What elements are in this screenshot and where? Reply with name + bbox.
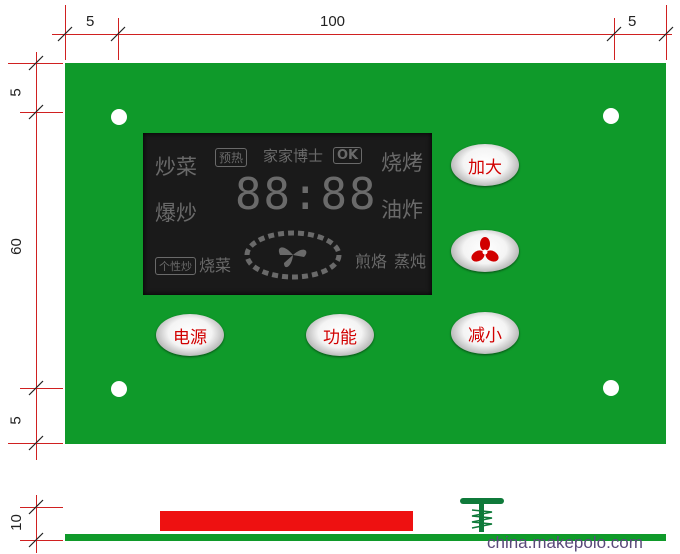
- dimension-ext-line: [118, 18, 119, 60]
- decrease-button-label: 减小: [468, 325, 502, 346]
- lcd-mode-braise: 烧菜: [199, 256, 232, 275]
- dimension-label-left-top: 5: [7, 88, 25, 97]
- function-button[interactable]: 功能: [306, 314, 374, 356]
- dimension-ext-line: [20, 388, 63, 389]
- dimension-ext-line: [614, 18, 615, 60]
- dimension-label-left-middle: 60: [7, 238, 25, 255]
- dimension-label-top-left: 5: [86, 13, 95, 30]
- left-dimension-ticks: [28, 55, 44, 451]
- lcd-display: 预热 家家博士 OK 炒菜 爆炒 烧烤 油炸 个性炒 烧菜 煎烙 蒸炖 88:8…: [143, 133, 432, 295]
- decrease-button[interactable]: 减小: [451, 312, 519, 354]
- dimension-label-top-right: 5: [628, 13, 637, 30]
- top-dimension-ticks: [57, 26, 674, 42]
- dimension-ext-line: [20, 540, 63, 541]
- lcd-mode-custom: 个性炒: [155, 257, 196, 275]
- lcd-mode-grill: 烧烤: [381, 151, 423, 175]
- increase-button-label: 加大: [468, 157, 502, 178]
- spring-contact-icon: [460, 498, 504, 532]
- dimension-label-left-bottom: 5: [7, 416, 25, 425]
- mounting-hole: [603, 108, 619, 124]
- lcd-mode-steam: 蒸炖: [394, 252, 427, 271]
- dimension-ext-line: [20, 112, 63, 113]
- mounting-hole: [603, 380, 619, 396]
- lcd-digits: 88:88: [235, 169, 378, 220]
- lcd-brand-label: 家家博士: [263, 147, 324, 165]
- dimension-ext-line: [20, 507, 63, 508]
- fan-icon: [471, 237, 499, 262]
- dimension-label-top-center: 100: [320, 13, 346, 30]
- power-button-label: 电源: [173, 327, 207, 348]
- top-dimension-line: [52, 34, 672, 35]
- mounting-hole: [111, 109, 127, 125]
- lcd-mode-stirfry: 炒菜: [155, 155, 197, 179]
- spacer-strip: [160, 511, 413, 531]
- dimension-ext-line: [666, 5, 667, 60]
- increase-button[interactable]: 加大: [451, 144, 519, 186]
- lcd-ok-label: OK: [333, 147, 363, 164]
- dimension-ext-line: [65, 5, 66, 60]
- left-dimension-line: [36, 52, 37, 460]
- lcd-mode-quickfry: 爆炒: [155, 201, 197, 225]
- lcd-mode-pan: 煎烙: [355, 252, 388, 271]
- fan-button[interactable]: [451, 230, 519, 272]
- side-dimension-line: [36, 495, 37, 553]
- power-button[interactable]: 电源: [156, 314, 224, 356]
- lcd-mode-deepfry: 油炸: [381, 198, 423, 222]
- watermark-text: china.makepolo.com: [487, 533, 643, 552]
- mounting-hole: [111, 381, 127, 397]
- lcd-fan-icon: [244, 230, 342, 280]
- lcd-preheat-label: 预热: [215, 148, 248, 167]
- side-dimension-ticks: [28, 499, 44, 548]
- board-side-profile: [65, 534, 666, 541]
- function-button-label: 功能: [323, 327, 357, 348]
